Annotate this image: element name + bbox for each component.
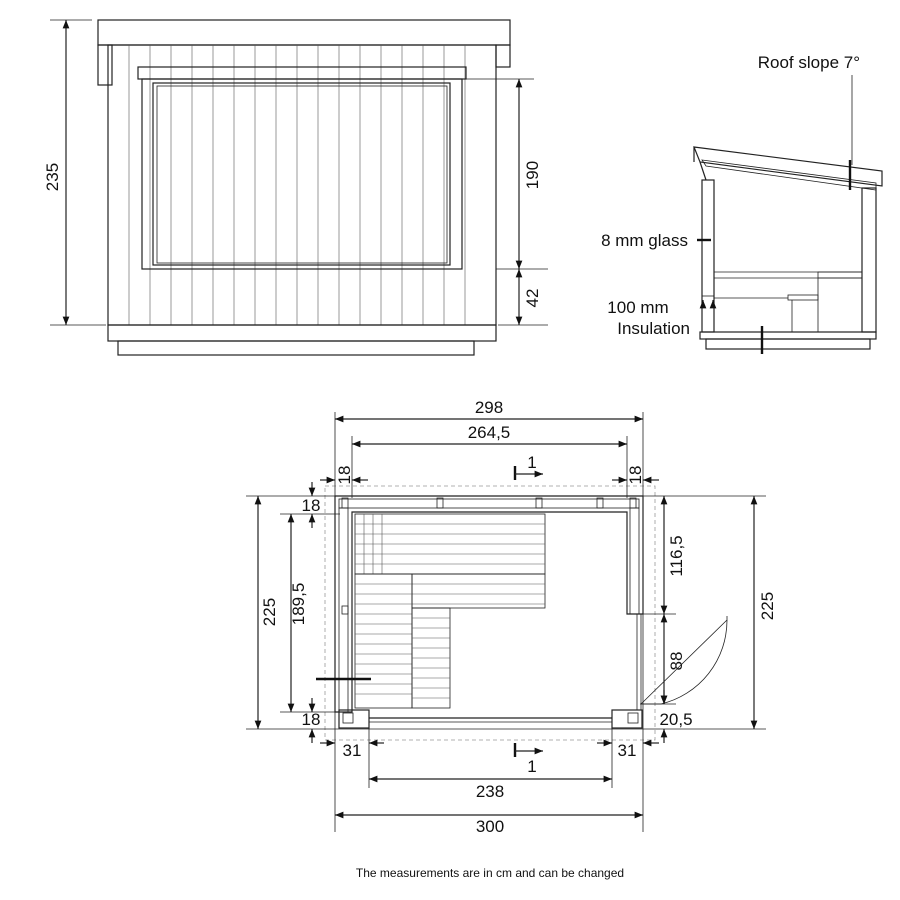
dim-inner-width-top: 264,5 xyxy=(468,423,511,442)
dim-right-wall-upper: 116,5 xyxy=(667,535,686,576)
dim-wall-bottom-left: 18 xyxy=(302,710,321,729)
front-insulation xyxy=(701,295,715,333)
dim-wall-top-left: 18 xyxy=(302,496,321,515)
wall-cladding xyxy=(107,44,497,326)
bench-upper xyxy=(354,513,546,575)
roof-board xyxy=(97,19,511,46)
dim-depth-right: 225 xyxy=(758,592,777,620)
plinth xyxy=(107,324,497,342)
roof-slope-label: Roof slope 7° xyxy=(758,53,860,72)
roof-footprint xyxy=(324,485,656,741)
wall-insulation-top xyxy=(338,498,640,509)
window-frame xyxy=(141,78,463,270)
dim-front-opening: 238 xyxy=(476,782,504,801)
back-wall-insulation xyxy=(861,187,877,333)
roof-edge-left xyxy=(97,44,113,86)
glass-wall xyxy=(701,179,715,333)
dim-wall-left-top: 18 xyxy=(335,466,354,485)
window-sash xyxy=(152,82,451,266)
window-header xyxy=(137,66,467,80)
dim-window-height: 190 xyxy=(523,161,542,189)
glass-label: 8 mm glass xyxy=(601,231,688,250)
floor-insulation xyxy=(699,331,877,340)
window-glass xyxy=(156,85,448,264)
insulation-label-line2: Insulation xyxy=(617,319,690,338)
dim-depth-left-outer: 225 xyxy=(260,598,279,626)
wall-insulation-right xyxy=(629,507,640,615)
footer-note: The measurements are in cm and can be ch… xyxy=(356,866,624,880)
lower-bench xyxy=(787,294,819,301)
dim-base-height: 42 xyxy=(523,289,542,308)
bench-middle xyxy=(411,573,546,609)
floor-base-section xyxy=(705,338,871,350)
dim-post-left-bottom: 31 xyxy=(343,741,362,760)
section-mark-top: 1 xyxy=(527,453,536,472)
dim-post-right-bottom: 31 xyxy=(618,741,637,760)
dim-outer-width-top: 298 xyxy=(475,398,503,417)
front-elevation: 235 190 42 xyxy=(43,19,548,356)
dim-wall-right-top: 18 xyxy=(626,466,645,485)
corner-post-left xyxy=(338,709,370,729)
dim-depth-left-inner: 189,5 xyxy=(289,583,308,626)
side-section: Roof slope 7° 8 mm glass 100 mm Insulati… xyxy=(601,53,883,354)
roof-outline xyxy=(693,146,883,187)
dim-outer-width-bottom: 300 xyxy=(476,817,504,836)
roof-edge-right xyxy=(495,44,511,68)
section-mark-bottom: 1 xyxy=(527,757,536,776)
upper-bench xyxy=(817,271,863,279)
dim-door-post: 20,5 xyxy=(659,710,692,729)
bench-lower xyxy=(354,573,451,709)
floor-plan: 1 1 298 264,5 18 18 18 18 225 189,5 225 xyxy=(246,398,777,836)
corner-post-right xyxy=(611,709,643,729)
dim-door-width: 88 xyxy=(667,652,686,671)
door-swing-arc xyxy=(660,619,728,705)
wall-insulation-left xyxy=(338,507,349,713)
dim-height-total: 235 xyxy=(43,163,62,191)
floor-base xyxy=(117,340,475,356)
vertical-planks xyxy=(128,45,466,325)
insulation-label-line1: 100 mm xyxy=(607,298,668,317)
